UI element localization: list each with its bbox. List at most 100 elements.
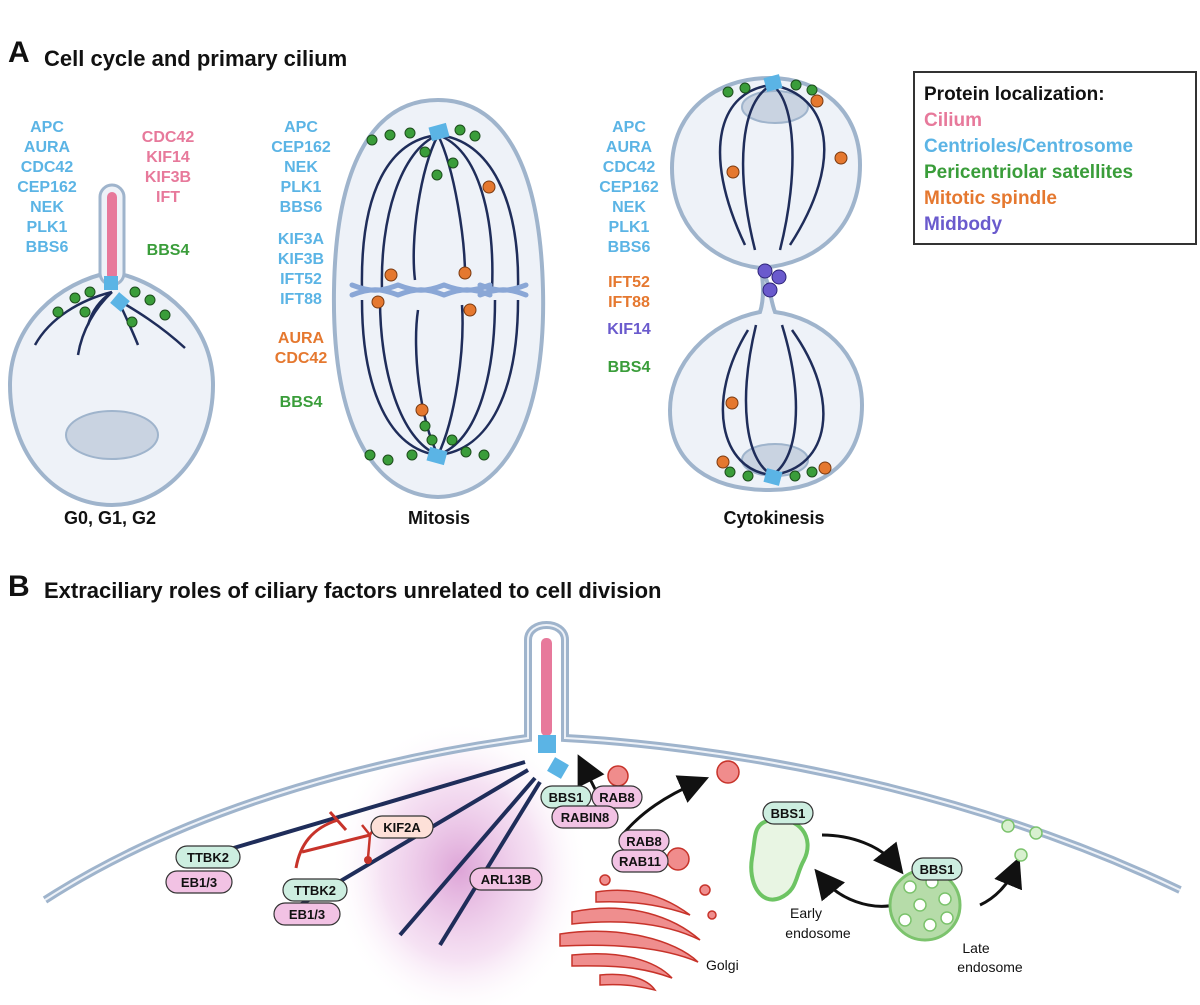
mitosis-satellite bbox=[406, 449, 418, 461]
g0-blue-label: APC bbox=[30, 119, 64, 136]
exosome bbox=[1001, 819, 1015, 833]
mitosis-satellite bbox=[364, 449, 376, 461]
mitosis-satellite bbox=[419, 146, 431, 158]
microtubule bbox=[209, 760, 526, 857]
early-endosome-label-2: endosome bbox=[785, 925, 851, 941]
mitosis-satellite bbox=[431, 169, 443, 181]
mitosis-satellite bbox=[478, 449, 490, 461]
recycling-arrow bbox=[814, 868, 896, 908]
g0-centriole-2 bbox=[110, 292, 130, 312]
tubulin-dimer-icon bbox=[364, 856, 372, 864]
basal-body bbox=[538, 735, 556, 753]
g0-nucleus bbox=[65, 410, 159, 460]
microtubule bbox=[398, 776, 537, 937]
panel-b-letter: B bbox=[8, 570, 30, 603]
mitosis-blue-label: KIF3B bbox=[278, 251, 324, 268]
cytokinesis-blue-label: APC bbox=[612, 119, 646, 136]
pill-arl13b: ARL13B bbox=[469, 867, 543, 891]
g0-blue-label: PLK1 bbox=[27, 219, 68, 236]
cytokinesis-satellite bbox=[806, 84, 818, 96]
pill-bbs1-b: BBS1 bbox=[762, 801, 814, 825]
mitosis-satellite bbox=[366, 134, 378, 146]
mitosis-spindle-microtubules bbox=[360, 133, 520, 457]
g0-satellite bbox=[159, 309, 171, 321]
maturation-arrow bbox=[821, 833, 904, 875]
cytokinesis-satellite bbox=[789, 470, 801, 482]
daughter-centriole bbox=[547, 757, 569, 779]
mitosis-satellite bbox=[460, 446, 472, 458]
mitosis-stage-label: Mitosis bbox=[408, 508, 470, 528]
g0-pink-label: KIF14 bbox=[146, 149, 190, 166]
cytokinesis-orange-label: IFT52 bbox=[608, 274, 650, 291]
cytokinesis-spindle-marker bbox=[834, 151, 848, 165]
g0-cell bbox=[7, 183, 216, 508]
g0-blue-label: CEP162 bbox=[17, 179, 77, 196]
mitosis-blue-list: APC CEP162 NEK PLK1 BBS6 KIF3A KIF3B IFT… bbox=[271, 119, 331, 308]
microtubule bbox=[438, 780, 542, 947]
pill-label: EB1/3 bbox=[181, 875, 217, 890]
inhibition-arc bbox=[294, 818, 339, 869]
late-endosome-label-1: Late bbox=[962, 940, 989, 956]
mitosis-satellite bbox=[469, 130, 481, 142]
panel-b-title: Extraciliary roles of ciliary factors un… bbox=[44, 578, 661, 603]
cytokinesis-green-label: BBS4 bbox=[608, 359, 651, 376]
pill-label: RAB8 bbox=[599, 790, 634, 805]
early-endosome bbox=[749, 817, 810, 902]
secretion-arrow bbox=[979, 856, 1023, 907]
g0-green-label: BBS4 bbox=[147, 242, 190, 259]
cytokinesis-blue-label: AURA bbox=[606, 139, 653, 156]
mitosis-blue-label: IFT88 bbox=[280, 291, 322, 308]
cytokinesis-orange-list: IFT52 IFT88 bbox=[608, 274, 650, 311]
mitosis-blue-label: IFT52 bbox=[280, 271, 322, 288]
mitosis-satellite bbox=[426, 434, 438, 446]
mitosis-spindle-marker bbox=[371, 295, 385, 309]
cytokinesis-satellite bbox=[724, 466, 736, 478]
pill-label: ARL13B bbox=[481, 872, 532, 887]
golgi-icon bbox=[559, 874, 717, 992]
exosome bbox=[1014, 848, 1028, 862]
mitosis-green-label: BBS4 bbox=[280, 394, 323, 411]
mitosis-centrosome-bottom bbox=[426, 446, 448, 466]
pill-bbs1-a: BBS1 bbox=[540, 785, 592, 809]
pill-label: EB1/3 bbox=[289, 907, 325, 922]
cytokinesis-satellite bbox=[790, 79, 802, 91]
legend-box bbox=[913, 71, 1197, 245]
mitosis-cell bbox=[331, 97, 546, 500]
g0-pink-label: CDC42 bbox=[142, 129, 195, 146]
g0-stage-label: G0, G1, G2 bbox=[64, 508, 156, 528]
mitosis-satellite bbox=[419, 420, 431, 432]
golgi-label: Golgi bbox=[706, 957, 739, 973]
cytokinesis-spindle-marker bbox=[716, 455, 730, 469]
cytokinesis-orange-label: IFT88 bbox=[608, 294, 650, 311]
mitosis-satellite bbox=[404, 127, 416, 139]
midbody-marker bbox=[757, 263, 773, 279]
panel-a-title: Cell cycle and primary cilium bbox=[44, 46, 347, 71]
pill-ttbk2-a: TTBK2 bbox=[175, 845, 241, 869]
cytokinesis-spindle-marker bbox=[726, 165, 740, 179]
mitosis-blue-label: APC bbox=[284, 119, 318, 136]
cytokinesis-cell bbox=[667, 74, 865, 493]
mitosis-satellite bbox=[382, 454, 394, 466]
cytokinesis-satellite bbox=[722, 86, 734, 98]
rab11-vesicle bbox=[666, 847, 690, 871]
legend-title: Protein localization: bbox=[924, 84, 1105, 105]
pill-label: RABIN8 bbox=[561, 810, 609, 825]
legend-item-satellites: Pericentriolar satellites bbox=[924, 162, 1133, 183]
mitosis-satellite bbox=[446, 434, 458, 446]
mitosis-blue-label: NEK bbox=[284, 159, 318, 176]
pill-label: RAB8 bbox=[626, 834, 661, 849]
cytokinesis-nucleus-top bbox=[741, 90, 809, 124]
cytokinesis-blue-label: PLK1 bbox=[609, 219, 650, 236]
kif2a-inhibition bbox=[294, 811, 378, 869]
cytokinesis-blue-label: NEK bbox=[612, 199, 646, 216]
legend-item-centrioles: Centrioles/Centrosome bbox=[924, 136, 1133, 157]
cytokinesis-blue-label: CDC42 bbox=[603, 159, 656, 176]
midbody-marker bbox=[771, 269, 787, 285]
pill-label: BBS1 bbox=[549, 790, 584, 805]
g0-satellite bbox=[126, 316, 138, 328]
g0-satellite bbox=[69, 292, 81, 304]
g0-blue-label: AURA bbox=[24, 139, 71, 156]
pill-bbs1-c: BBS1 bbox=[911, 857, 963, 881]
mitosis-satellite bbox=[384, 129, 396, 141]
mitosis-spindle-marker bbox=[415, 403, 429, 417]
